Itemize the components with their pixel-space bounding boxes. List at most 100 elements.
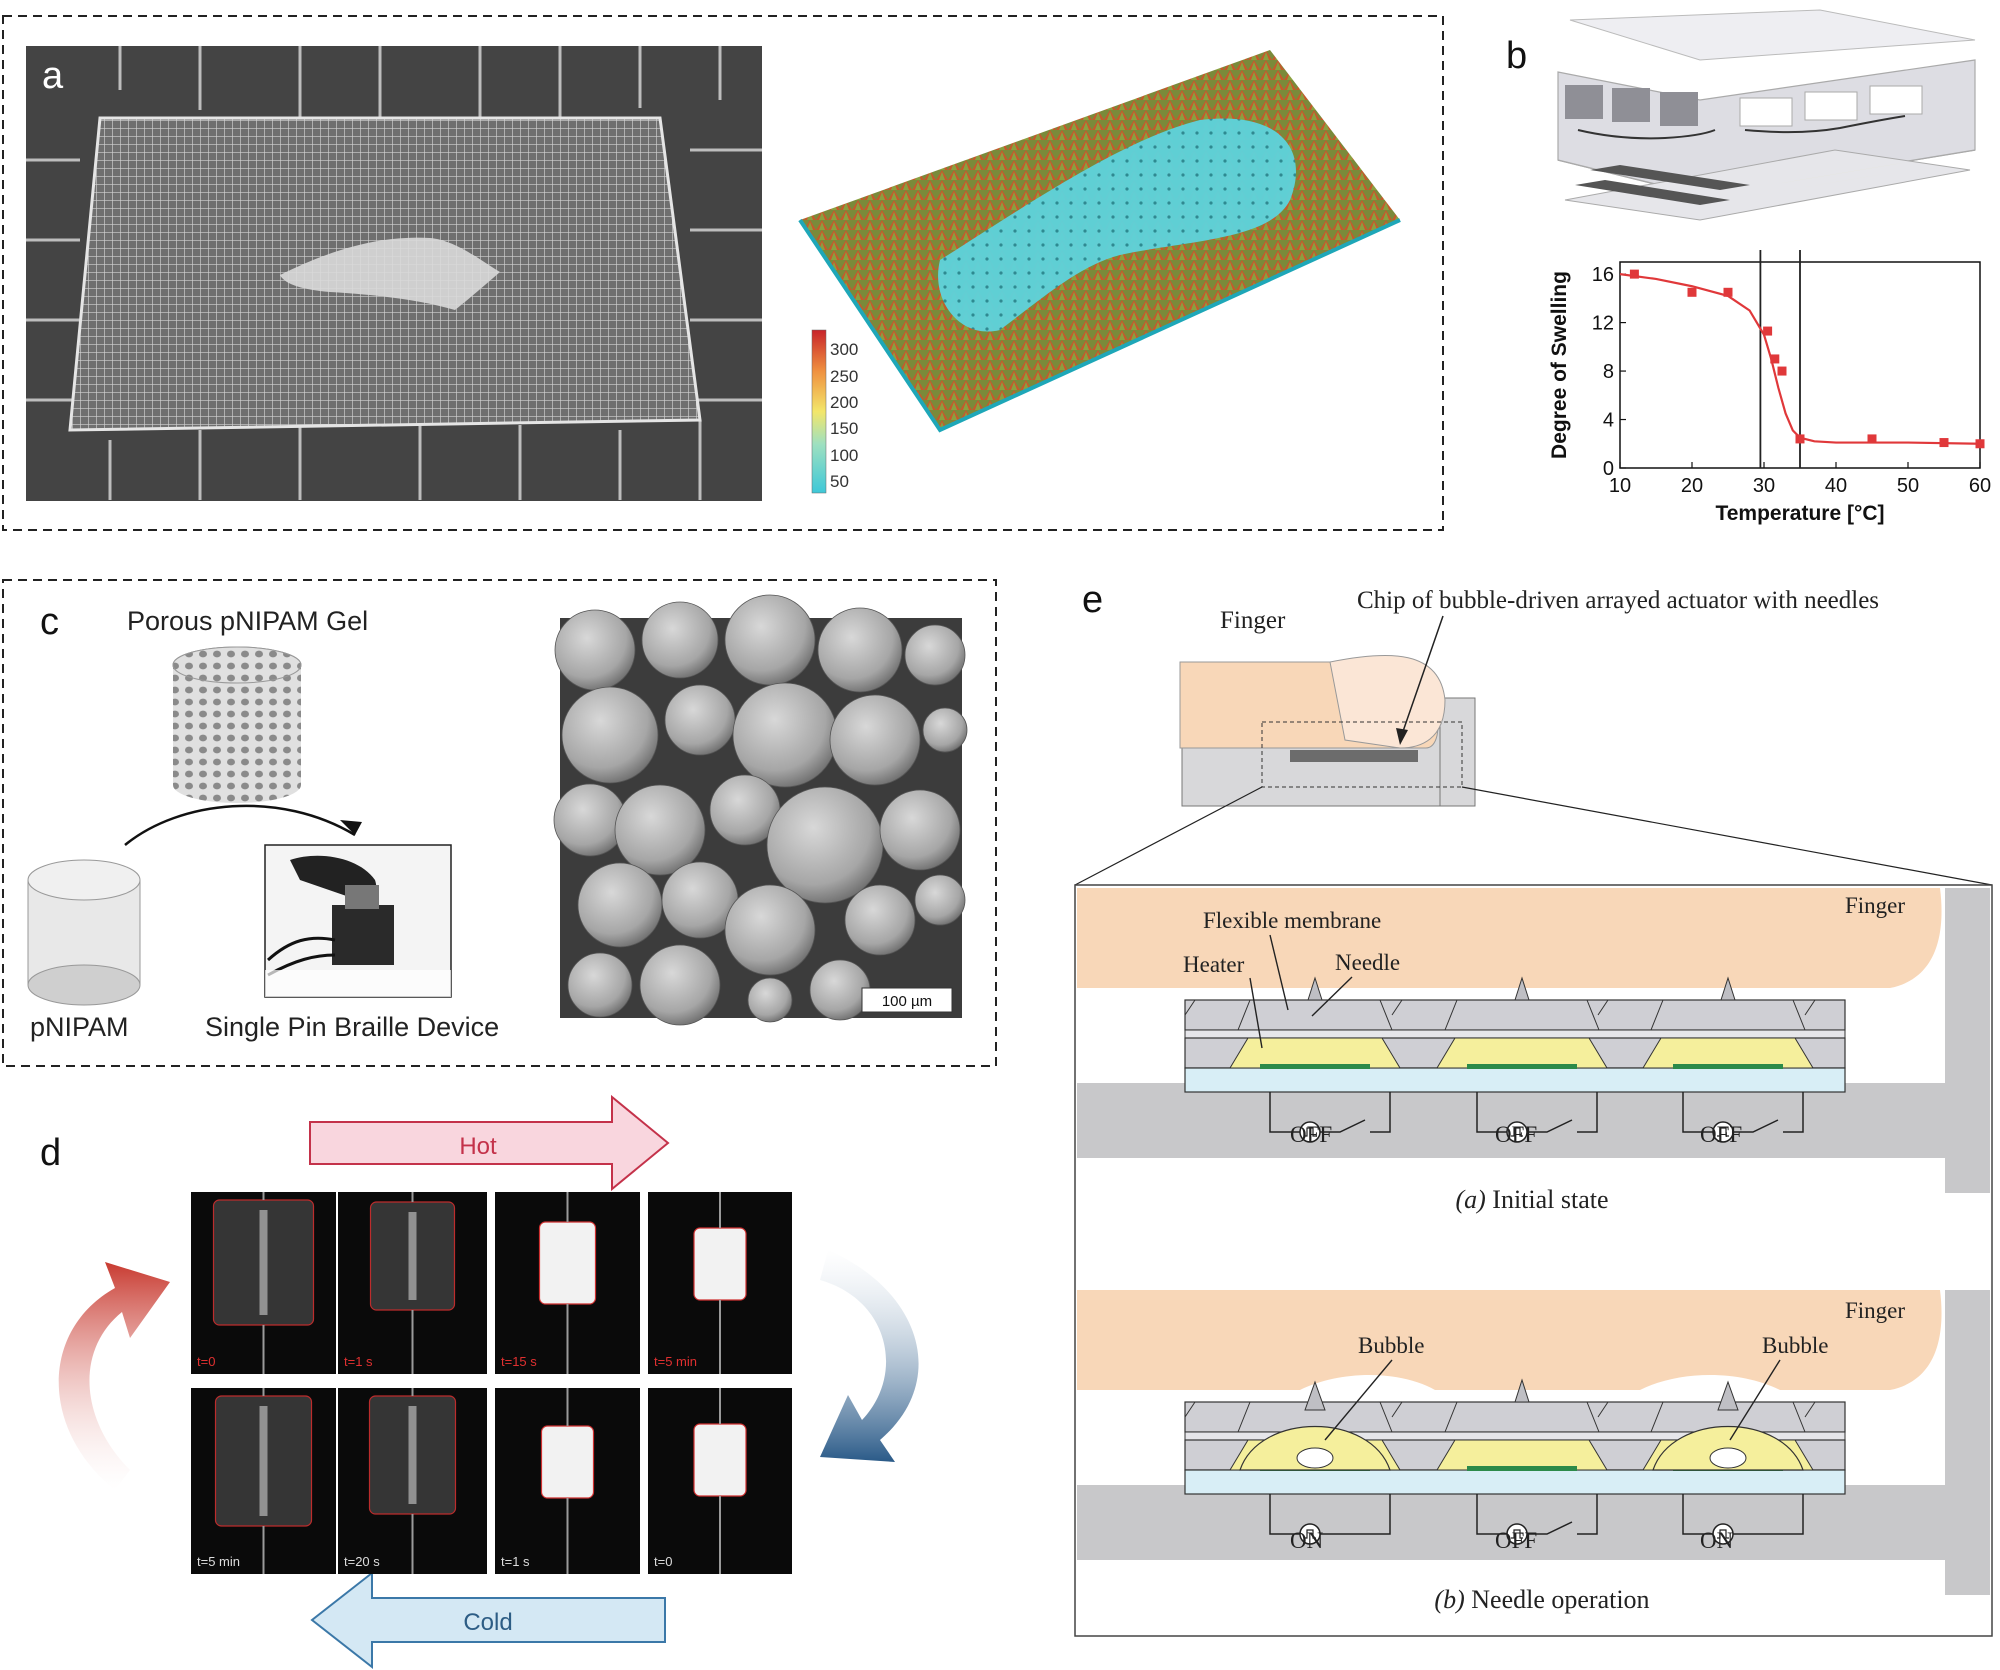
pore-sphere <box>829 694 921 786</box>
cold-label: Cold <box>463 1609 512 1636</box>
chamber-edge <box>1237 1401 1393 1433</box>
pulse-source <box>1506 1121 1528 1143</box>
needle <box>1304 1380 1326 1411</box>
pore-sphere <box>614 784 706 876</box>
pulse-glyph <box>1511 1529 1523 1539</box>
pulse-glyph <box>1304 1127 1316 1137</box>
needle <box>1720 976 1736 1001</box>
gel-core <box>259 1210 268 1315</box>
circuit-wire <box>1682 1494 1804 1535</box>
initial-state-diagram <box>1077 888 1990 1193</box>
hot-label: Hot <box>459 1133 497 1160</box>
pnipam-cylinder <box>27 859 141 1006</box>
heater-label: Heater <box>1183 952 1245 977</box>
caption-b-text: Needle operation <box>1465 1585 1650 1614</box>
chamber <box>1436 1037 1608 1069</box>
caption-a-text: Initial state <box>1486 1185 1609 1214</box>
y-axis-label: Degree of Swelling <box>1548 271 1571 459</box>
substrate-layer <box>1184 1469 1846 1495</box>
x-tick-label: 60 <box>1969 475 1991 497</box>
pulse-source <box>1299 1121 1321 1143</box>
pore-sphere <box>639 944 721 1026</box>
chamber-edge <box>1237 999 1393 1031</box>
leader-line <box>1311 976 1353 1017</box>
blue-cycle-arrow <box>820 1250 919 1462</box>
panel-c-border <box>2 579 997 1067</box>
pulse-source <box>1712 1121 1734 1143</box>
switch-a-2: OFF <box>1495 1122 1537 1147</box>
pulse-glyph <box>1304 1529 1316 1539</box>
y-tick-label: 0 <box>1603 458 1614 480</box>
frame-timestamp: t=15 s <box>501 1354 537 1369</box>
caption-b-letter: (b) <box>1434 1585 1464 1614</box>
frame: t=0 <box>191 1192 336 1374</box>
substrate-layer <box>1184 1067 1846 1093</box>
frame-timestamp: t=20 s <box>344 1554 380 1569</box>
state-a-finger-label: Finger <box>1845 893 1905 918</box>
hot-arrow: Hot <box>309 1094 670 1192</box>
heater <box>1467 1064 1577 1069</box>
bevel <box>1804 999 1816 1016</box>
chamber-edge <box>1650 1401 1806 1433</box>
bevel <box>1184 1401 1196 1418</box>
pore-sphere <box>879 789 961 871</box>
bevel <box>1597 1401 1609 1418</box>
leader-line <box>1249 977 1263 1049</box>
pulse-glyph <box>1511 1127 1523 1137</box>
circuit-wire <box>1682 1092 1804 1133</box>
sem-porous-structure: 100 µm <box>553 594 968 1026</box>
pore-sphere <box>553 783 627 857</box>
caption-b: (b) Needle operation <box>1434 1585 1649 1614</box>
gel-sample <box>538 1221 597 1305</box>
colorbar-tick: 100 <box>830 446 858 465</box>
leader-line <box>1269 934 1289 1011</box>
x-axis-label: Temperature [°C] <box>1715 502 1884 525</box>
colorbar-tick: 150 <box>830 419 858 438</box>
porous-gel-label: Porous pNIPAM Gel <box>127 606 368 636</box>
gel-sample <box>693 1227 747 1301</box>
switch-b-2: OFF <box>1495 1528 1537 1553</box>
membrane-layer <box>1184 1029 1846 1039</box>
conversion-arrow <box>124 804 356 846</box>
pore-sphere <box>904 624 966 686</box>
bevel <box>1391 1401 1403 1418</box>
y-tick-label: 12 <box>1592 313 1614 335</box>
data-point <box>1867 434 1877 444</box>
panel-d-letter: d <box>40 1132 61 1174</box>
pulse-source <box>1506 1523 1528 1545</box>
pore-sphere <box>844 884 916 956</box>
needle <box>1514 1378 1530 1403</box>
frame-timestamp: t=0 <box>654 1554 672 1569</box>
gel-core <box>408 1406 417 1504</box>
data-point <box>1723 287 1733 297</box>
needle-operation-diagram <box>1077 1290 1990 1595</box>
frame: t=5 min <box>648 1192 792 1374</box>
bubble <box>1709 1447 1747 1469</box>
bevel <box>1184 999 1196 1016</box>
caption-a-letter: (a) <box>1455 1185 1485 1214</box>
frame: t=1 s <box>495 1388 640 1574</box>
heater <box>1467 1466 1577 1471</box>
pore-sphere <box>817 607 903 693</box>
frame-timestamp: t=0 <box>197 1354 215 1369</box>
gel-sample <box>693 1423 747 1497</box>
y-tick-label: 4 <box>1603 410 1614 432</box>
needle <box>1307 976 1323 1001</box>
chamber <box>1642 1037 1814 1069</box>
x-tick-label: 30 <box>1753 475 1775 497</box>
sem-microheater-array <box>26 46 762 501</box>
colorbar-tick: 50 <box>830 472 849 491</box>
leader-line <box>1729 1359 1781 1441</box>
needle <box>1514 976 1530 1001</box>
pore-sphere <box>732 682 838 788</box>
pore-sphere <box>724 594 816 686</box>
colorbar: 300 250 200 150 100 50 <box>811 329 858 494</box>
finger-body <box>1077 1290 1942 1390</box>
colorbar-tick: 250 <box>830 367 858 386</box>
caption-a: (a) Initial state <box>1455 1185 1608 1214</box>
data-point <box>1777 366 1787 376</box>
panel-c-letter: c <box>40 601 59 643</box>
colorbar-tick: 300 <box>830 340 858 359</box>
